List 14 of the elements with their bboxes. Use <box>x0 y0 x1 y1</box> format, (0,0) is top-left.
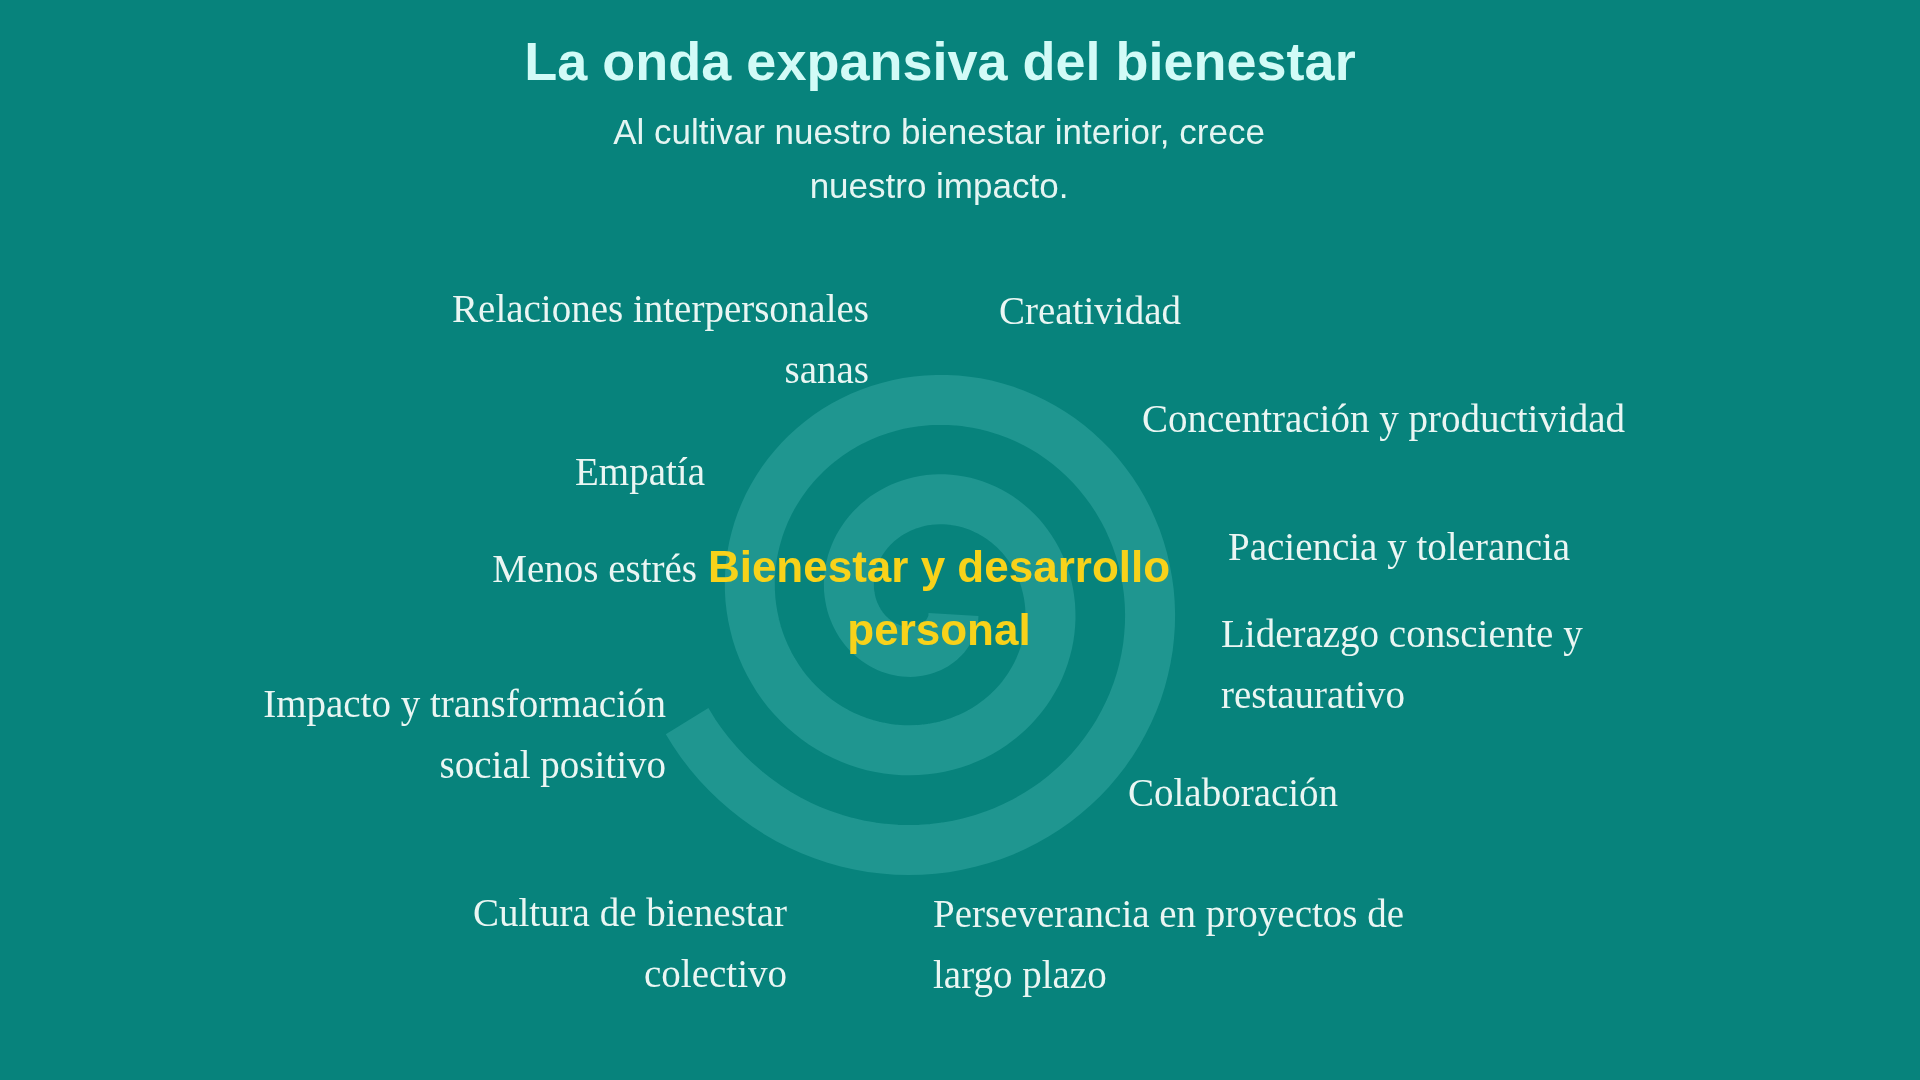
outcome-label: Cultura de bienestar colectivo <box>471 890 787 997</box>
title: La onda expansiva del bienestar <box>523 30 1357 92</box>
outcome-label: Perseverancia en proyectos de largo plazo <box>933 891 1406 999</box>
outcome-label: Creatividad <box>999 288 1182 334</box>
center-label: Bienestar y desarrollo personal <box>706 541 1172 656</box>
outcome-label: Paciencia y tolerancia <box>1228 524 1572 571</box>
outcome-label: Concentración y productividad <box>1142 396 1627 443</box>
outcome-label: Impacto y transformación social positivo <box>262 681 666 789</box>
outcome-label: Menos estrés <box>491 546 697 592</box>
outcome-label: Relaciones interpersonales sanas <box>451 286 869 393</box>
outcome-label: Empatía <box>574 449 705 496</box>
outcome-label: Liderazgo consciente y restaurativo <box>1221 611 1584 718</box>
outcome-label: Colaboración <box>1128 770 1340 816</box>
subtitle: Al cultivar nuestro bienestar interior, crece nuestro impacto. <box>612 111 1266 207</box>
